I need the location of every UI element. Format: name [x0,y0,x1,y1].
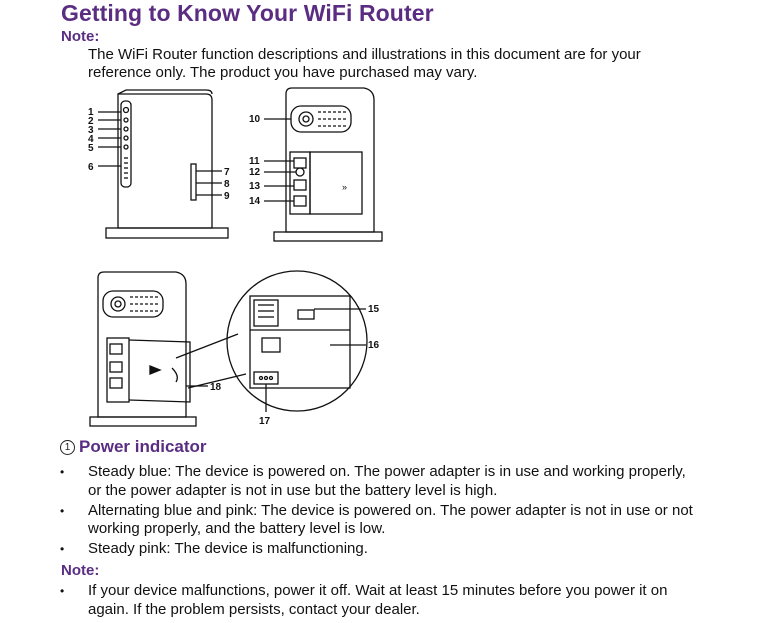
bullet-text: If your device malfunctions, power it of… [88,582,668,618]
callout-15: 15 [368,304,380,315]
list-item: • Steady blue: The device is powered on. … [60,463,700,500]
note-text: The WiFi Router function descriptions an… [88,46,641,81]
callout-9: 9 [224,191,230,202]
callout-1: 1 [88,107,94,118]
callout-13: 13 [249,181,261,192]
callout-8: 8 [224,179,230,190]
router-closeup [226,270,368,412]
section-title: Power indicator [79,437,207,456]
router-illustration: 1 2 3 4 5 6 7 8 9 » 10 11 12 13 14 [88,87,383,427]
callout-4: 4 [88,134,94,145]
note-label-2: Note: [61,562,100,579]
bullet-text: Steady pink: The device is malfunctionin… [88,540,368,557]
indicator-bullet-list: • Steady blue: The device is powered on. … [60,463,700,560]
router-front-view [98,89,229,239]
callout-11: 11 [249,156,260,167]
callout-5: 5 [88,143,94,154]
bullet-icon: • [60,465,65,479]
callout-14: 14 [249,196,261,207]
callout-10: 10 [249,114,261,125]
list-item: • If your device malfunctions, power it o… [60,582,700,619]
router-back-view: » [264,87,383,242]
list-item: • Steady pink: The device is malfunctioni… [60,540,700,559]
svg-text:»: » [342,182,347,192]
router-cover-view [89,271,247,427]
section-number-badge: 1 [60,439,75,455]
bullet-icon: • [60,542,65,556]
callout-12: 12 [249,167,261,178]
callout-6: 6 [88,162,94,173]
callout-18: 18 [210,382,222,393]
note-bullet-list: • If your device malfunctions, power it o… [60,582,700,621]
bullet-icon: • [60,584,65,598]
page-title: Getting to Know Your WiFi Router [61,0,434,26]
callout-17: 17 [259,416,271,427]
bullet-text: Alternating blue and pink: The device is… [88,501,693,538]
front-callouts: 1 2 3 4 5 6 7 8 9 [88,107,230,202]
bullet-text: Steady blue: The device is powered on. T… [88,463,686,499]
callout-16: 16 [368,340,380,351]
callout-7: 7 [224,167,230,178]
closeup-callouts: 15 16 17 18 [210,304,380,427]
callout-2: 2 [88,116,94,127]
note-label: Note: [61,28,100,45]
back-callouts: 10 11 12 13 14 [249,114,261,207]
bullet-icon: • [60,503,65,518]
list-item: • Alternating blue and pink: The device i… [60,502,700,539]
section-heading: 1 Power indicator [60,437,207,457]
callout-3: 3 [88,125,94,136]
